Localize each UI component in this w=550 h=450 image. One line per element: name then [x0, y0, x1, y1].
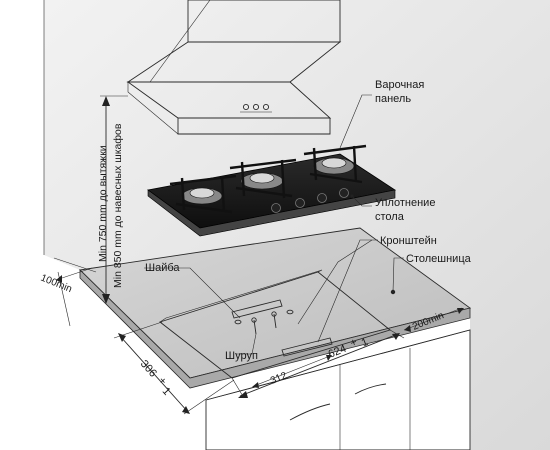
range-hood	[126, 0, 342, 135]
left-clearance-dimension	[53, 257, 97, 327]
hood-button-icon	[262, 103, 270, 111]
cooktop	[147, 144, 397, 237]
width-dimension	[231, 329, 405, 399]
bracket-label: Кронштейн	[380, 235, 437, 247]
cooktop-label-line2: панель	[375, 93, 411, 105]
control-knobs	[271, 188, 349, 213]
right-clearance-dimension	[403, 307, 464, 332]
height-dimension	[100, 95, 128, 304]
bracket-spacing-label: 312	[269, 370, 289, 387]
burner-left	[169, 174, 237, 214]
countertop-label: Столешница	[406, 253, 472, 265]
burner-center	[229, 158, 297, 199]
cabinets	[205, 329, 471, 450]
bracket-spacing-dimension	[252, 355, 332, 388]
brackets	[231, 299, 333, 357]
burner-right	[303, 144, 367, 184]
hood-button-icon	[242, 103, 250, 111]
hood-button-icon	[252, 103, 260, 111]
seal-label-line1: Уплотнение	[375, 197, 435, 209]
screw-icon	[271, 311, 277, 329]
callout-leaders	[144, 94, 404, 355]
cooktop-label-line1: Варочная	[375, 79, 424, 91]
depth-dimension	[113, 321, 235, 415]
hood-clearance-label: Min 750 mm до вытяжки	[97, 145, 109, 262]
screw-icon	[251, 317, 257, 335]
screw-label: Шуруп	[225, 350, 258, 362]
seal-label-line2: стола	[375, 211, 405, 223]
cabinet-clearance-label: Min 850 mm до навесных шкафов	[112, 123, 124, 288]
washer-label: Шайба	[145, 262, 180, 274]
washer-icon	[234, 309, 294, 325]
